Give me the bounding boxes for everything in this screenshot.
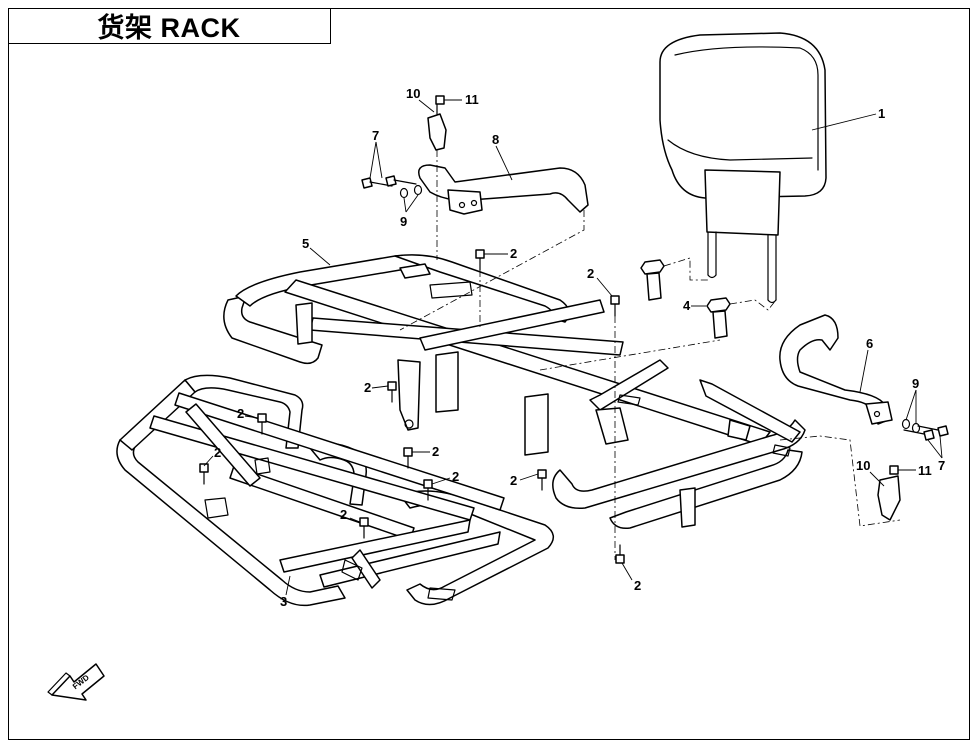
drawing-frame [8,8,970,740]
callout-1: 1 [878,106,885,121]
callout-11-top: 11 [465,92,479,107]
callout-2-j: 2 [634,578,641,593]
main-rack-part [223,254,806,530]
callout-9-left: 9 [400,214,407,229]
callout-2-g: 2 [452,469,459,484]
callout-2-b: 2 [587,266,594,281]
callout-11-right: 11 [918,463,932,478]
callout-2-i: 2 [510,473,517,488]
callout-2-e: 2 [214,445,221,460]
backrest-part [659,32,827,304]
right-grab-bar-part [779,314,901,527]
page-title: 货架 RACK [97,13,241,43]
callout-10-right: 10 [856,458,870,473]
left-grab-bar-part [418,99,589,215]
fasteners [199,95,949,564]
callout-2-d: 2 [237,406,244,421]
sleeve-part [640,257,777,339]
callouts: 1 8 5 6 4 7 9 9 7 10 11 10 11 3 2 2 2 2 … [214,86,945,609]
callout-2-h: 2 [340,507,347,522]
callout-10-top: 10 [406,86,420,101]
callout-5: 5 [302,236,309,251]
callout-7-right: 7 [938,458,945,473]
alignment-lines [399,150,721,560]
callout-8: 8 [492,132,499,147]
fwd-arrow-icon: FWD [47,663,105,701]
callout-7-left: 7 [372,128,379,143]
title-box: 货架 RACK [8,8,331,44]
callout-9-right: 9 [912,376,919,391]
callout-2-c: 2 [364,380,371,395]
front-rack-part [116,374,554,607]
callout-3: 3 [280,594,287,609]
callout-4: 4 [683,298,691,313]
callout-6: 6 [866,336,873,351]
callout-2-a: 2 [510,246,517,261]
leader-lines [203,99,943,596]
callout-2-f: 2 [432,444,439,459]
